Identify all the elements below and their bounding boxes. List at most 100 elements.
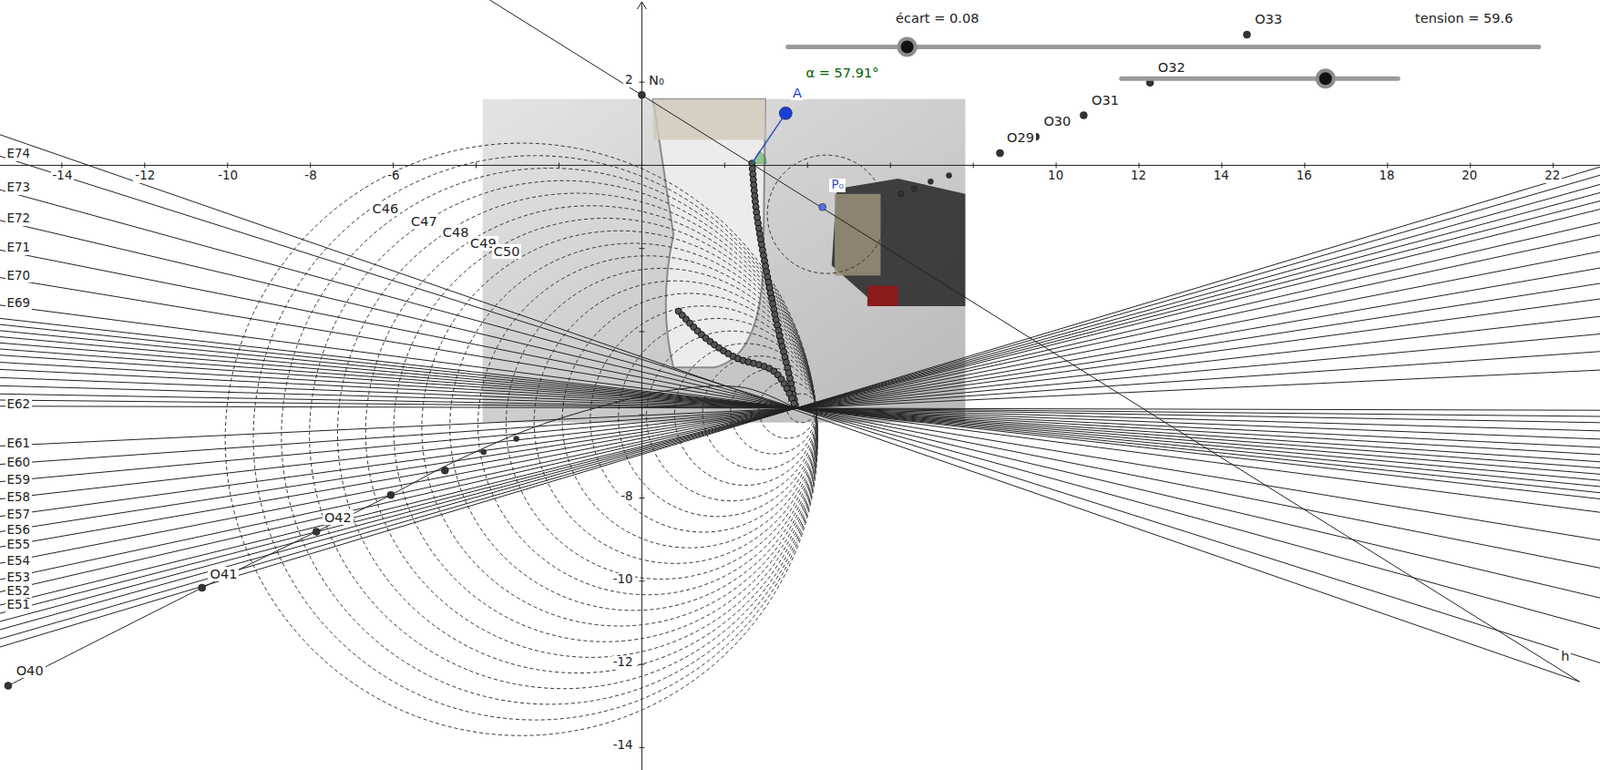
construction-line	[0, 155, 1600, 663]
axis-tick-label: 10	[1046, 169, 1066, 184]
point-label: P₀	[829, 178, 845, 193]
axis-tick-label: 20	[1459, 169, 1479, 184]
line-h	[0, 134, 1580, 682]
device-face	[834, 194, 881, 277]
axis-tick-label: 2	[623, 73, 636, 88]
circle-label: C47	[409, 214, 440, 229]
tick-mark	[638, 580, 645, 582]
line-label: E71	[5, 241, 33, 256]
x-axis	[0, 164, 1600, 166]
line-label: E69	[5, 297, 33, 311]
point	[996, 149, 1005, 157]
axis-tick-label: -6	[385, 169, 401, 184]
construction-line	[0, 305, 1600, 513]
point	[779, 106, 792, 120]
beaker-band	[653, 99, 766, 141]
line-label: E52	[5, 584, 33, 599]
point-label: N₀	[646, 72, 667, 88]
point-label: O29	[1005, 130, 1036, 145]
construction-line	[0, 342, 1600, 474]
slider-knob	[899, 39, 916, 56]
tick-mark	[558, 162, 560, 168]
axis-tick-label: -12	[611, 656, 636, 670]
line-label: E57	[5, 508, 33, 523]
axis-tick-label: -10	[215, 169, 240, 184]
line-label: E72	[5, 212, 33, 226]
tick-mark	[638, 497, 645, 499]
line-label: E62	[5, 398, 33, 412]
line-label: E58	[5, 491, 33, 505]
tick-mark	[638, 330, 645, 332]
line-label: E74	[5, 147, 33, 162]
trajectory	[678, 311, 797, 409]
tick-mark	[309, 162, 311, 168]
tick-mark	[638, 247, 645, 249]
point	[4, 682, 12, 690]
axis-tick-label: -12	[133, 169, 157, 184]
point	[946, 173, 953, 179]
line-label: E60	[5, 456, 33, 471]
axis-tick-label: -8	[302, 169, 318, 184]
line-label: E51	[5, 598, 33, 613]
tick-mark	[638, 164, 645, 166]
point	[198, 584, 206, 592]
construction-line	[0, 330, 1600, 487]
point	[898, 191, 904, 197]
point	[312, 527, 320, 535]
tick-mark	[1552, 162, 1554, 168]
point	[911, 185, 917, 192]
slider-track	[1121, 76, 1398, 82]
line-label: E59	[5, 473, 33, 488]
tick-mark	[392, 162, 394, 168]
bead	[790, 400, 798, 407]
slider-label: tension = 59.6	[1413, 10, 1515, 26]
point-label: O30	[1041, 113, 1073, 129]
line-label: E73	[5, 181, 33, 195]
device-red	[867, 286, 899, 307]
tick-mark	[143, 162, 145, 168]
point	[1079, 112, 1088, 120]
circle-label: C46	[370, 201, 401, 216]
axis-tick-label: 14	[1211, 169, 1231, 184]
tick-mark	[724, 162, 726, 168]
circle-label: C48	[441, 225, 472, 240]
tick-mark	[973, 162, 975, 168]
construction-line	[0, 324, 1600, 493]
line-label: E56	[5, 523, 33, 538]
construction-line	[0, 166, 1600, 647]
line-label: E55	[5, 538, 33, 553]
point-label: O41	[207, 566, 239, 582]
construction-line	[0, 348, 1600, 469]
point	[819, 203, 827, 211]
point-label: O40	[14, 663, 46, 678]
construction-line	[0, 362, 1600, 455]
point-label: A	[790, 85, 804, 101]
dashed-circle	[767, 154, 886, 274]
point-label: O42	[322, 510, 354, 525]
angle-label: α = 57.91°	[803, 65, 881, 81]
vector	[751, 112, 786, 164]
point	[1243, 30, 1252, 39]
point-label: O32	[1156, 60, 1188, 75]
tick-mark	[1386, 162, 1388, 168]
line-h	[490, 0, 1580, 682]
axis-arrow	[636, 1, 647, 10]
axis-tick-label: 18	[1376, 169, 1396, 184]
construction-line	[0, 220, 1600, 598]
construction-line	[0, 277, 1600, 541]
axis-tick-label: 22	[1542, 169, 1562, 184]
beaker	[653, 99, 766, 369]
trajectory	[8, 386, 797, 687]
axis-tick-label: -14	[611, 738, 636, 753]
point	[637, 91, 646, 99]
construction-line	[0, 249, 1600, 568]
trajectory	[751, 163, 796, 409]
axis-tick-label: -10	[611, 573, 636, 587]
axis-tick-label: -14	[51, 169, 75, 184]
device	[831, 178, 966, 307]
point	[513, 436, 520, 442]
